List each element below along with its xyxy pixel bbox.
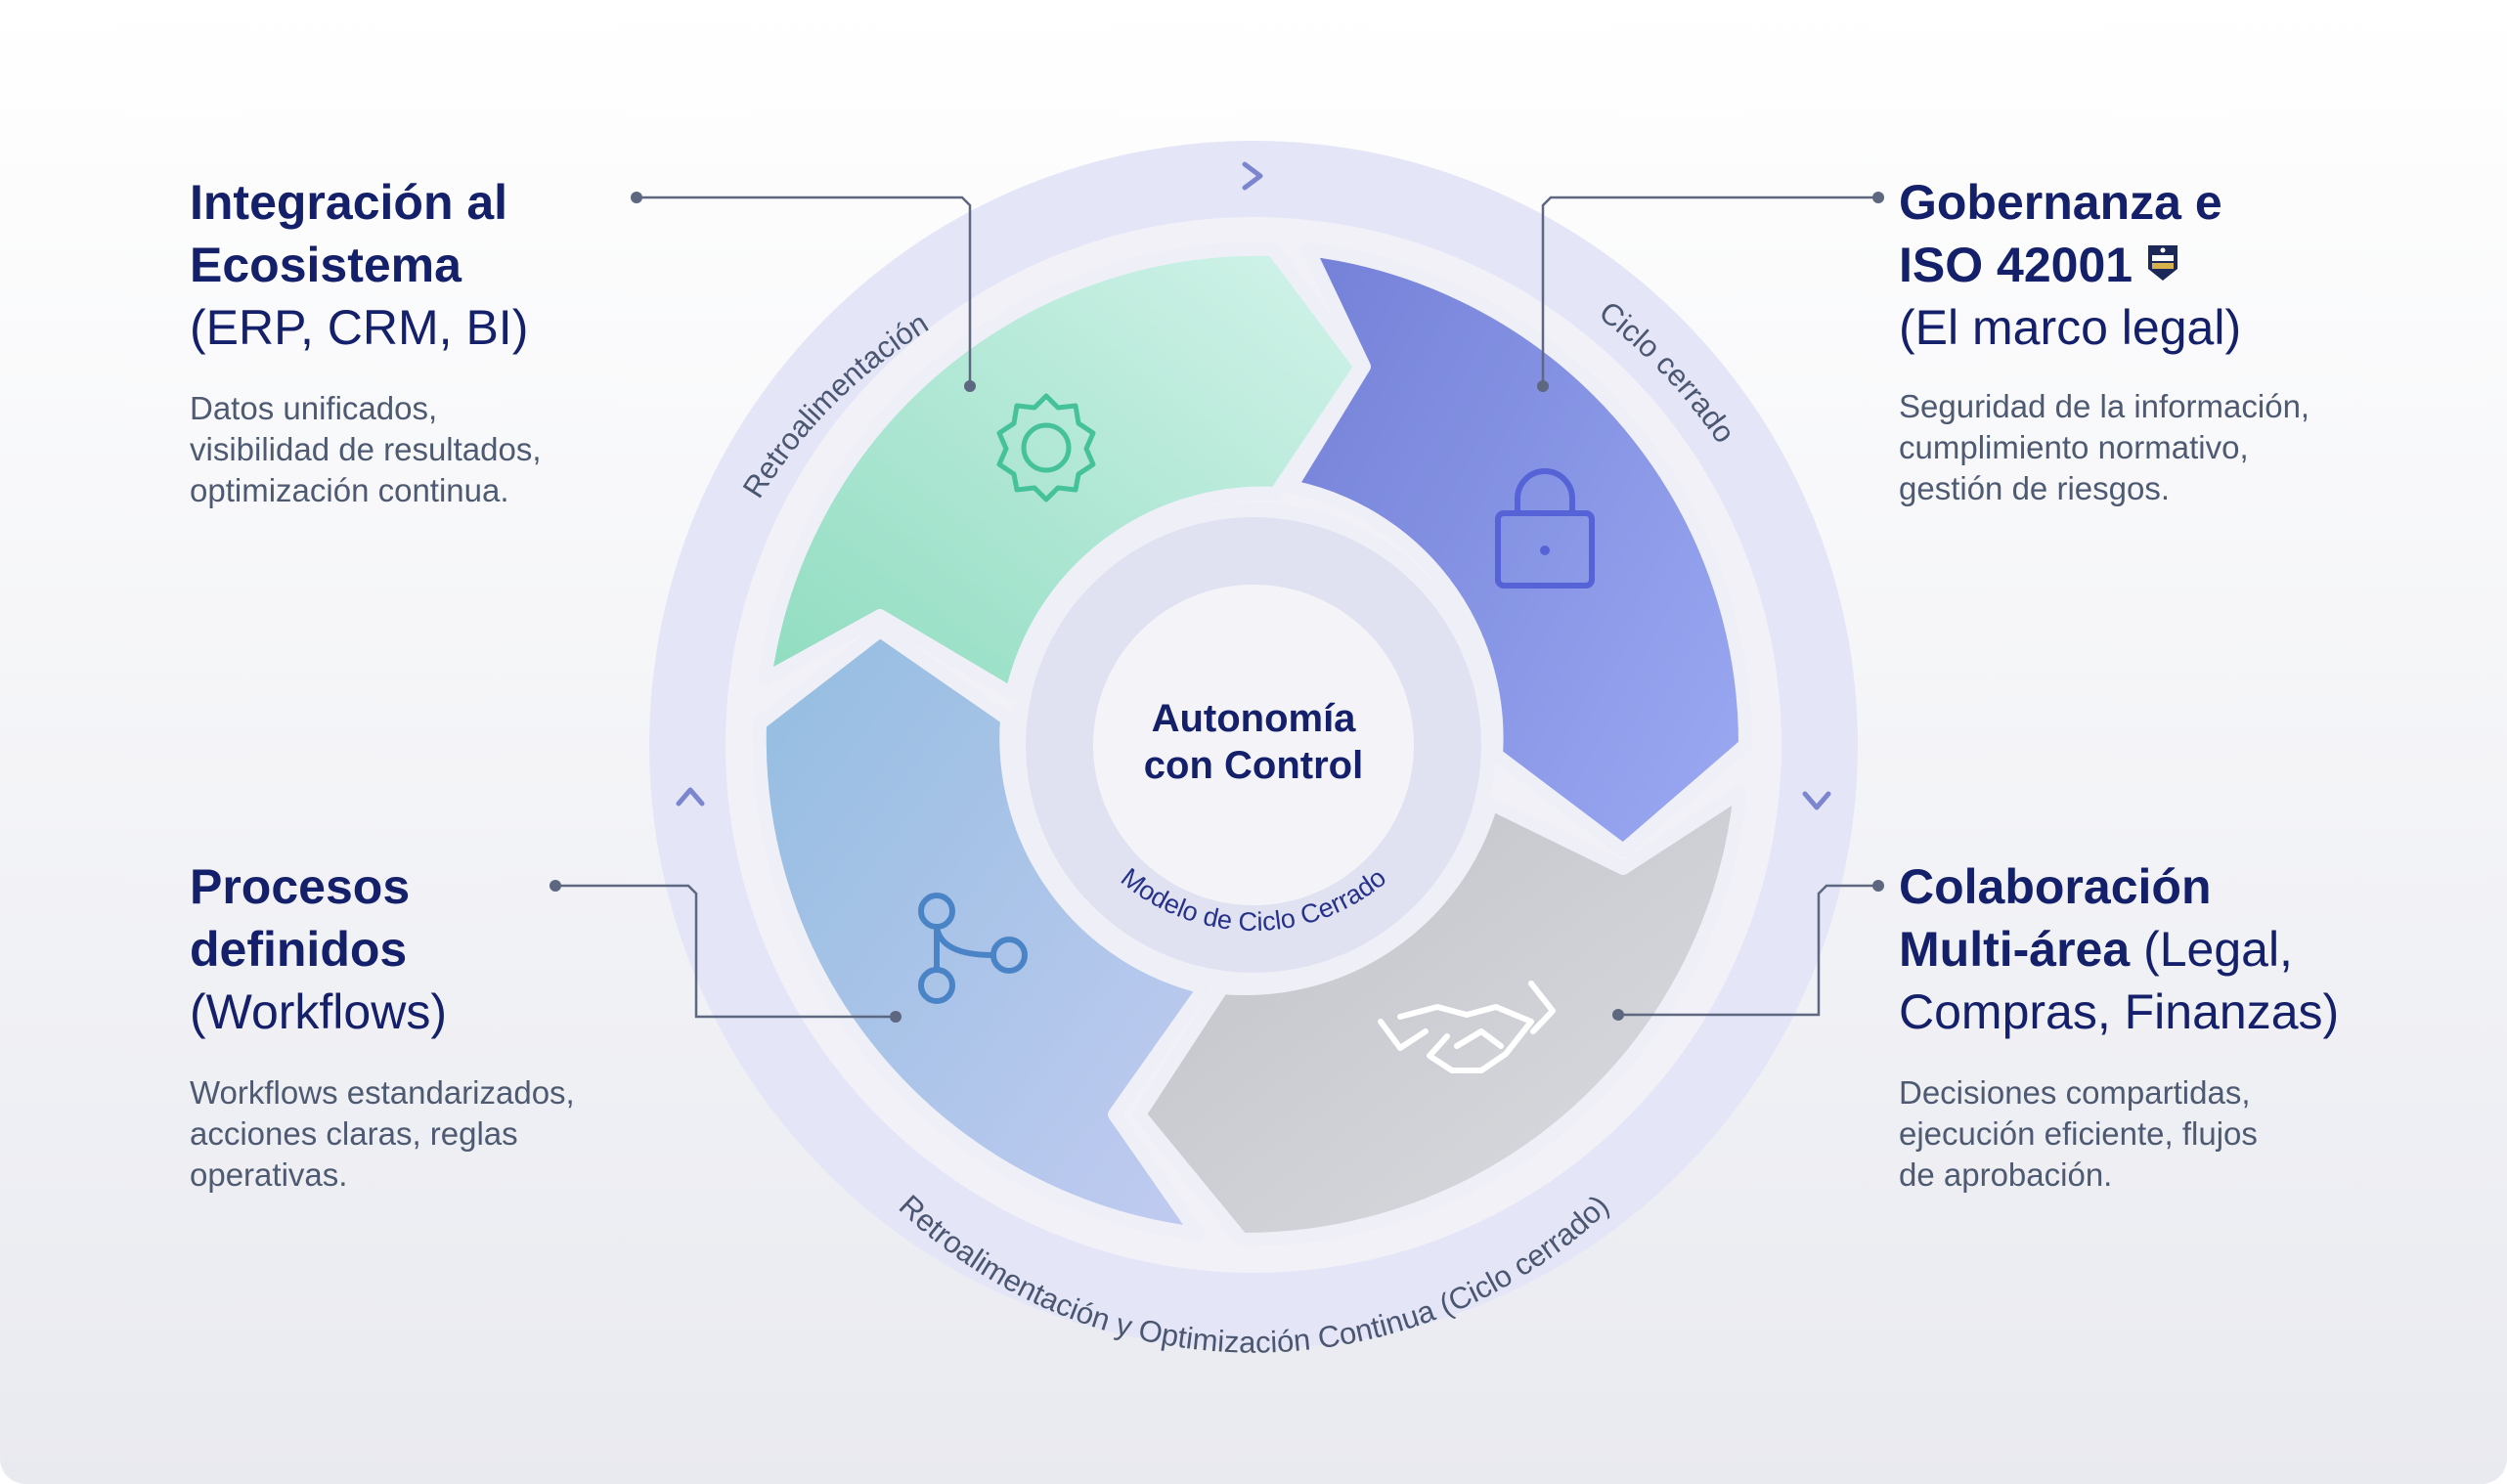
integracion-title-line2: Ecosistema (190, 238, 462, 292)
chevron-down-icon (1802, 791, 1831, 810)
segment-integracion[interactable] (758, 241, 1368, 701)
gobernanza-description: Seguridad de la información, cumplimient… (1899, 386, 2309, 509)
connector-lines (555, 196, 1878, 1019)
chevron-right-icon (1242, 161, 1263, 191)
procesos-desc-line1: Workflows estandarizados, (190, 1074, 575, 1111)
procesos-desc-line3: operativas. (190, 1157, 348, 1193)
colaboracion-description: Decisiones compartidas, ejecución eficie… (1899, 1072, 2339, 1196)
hub-title-line2: con Control (1144, 744, 1363, 787)
procesos-title-line1: Procesos (190, 859, 411, 914)
integracion-description: Datos unificados, visibilidad de resulta… (190, 388, 542, 511)
iso-badge-icon (2148, 244, 2178, 281)
connector-dots (550, 192, 1884, 1023)
colaboracion-title-line2-regular: (Legal, (2130, 922, 2293, 977)
lock-icon (1495, 468, 1595, 589)
colaboracion-desc-line3: de aprobación. (1899, 1157, 2113, 1193)
gobernanza-title-line3: (El marco legal) (1899, 300, 2242, 355)
procesos-description: Workflows estandarizados, acciones clara… (190, 1072, 575, 1196)
integracion-desc-line2: visibilidad de resultados, (190, 431, 542, 467)
integracion-desc-line3: optimización continua. (190, 472, 509, 508)
gobernanza-desc-line3: gestión de riesgos. (1899, 470, 2171, 506)
block-procesos: Procesos definidos (Workflows) Workflows… (190, 855, 575, 1196)
integracion-title-line3: (ERP, CRM, BI) (190, 300, 529, 355)
colaboracion-title-line1: Colaboración (1899, 859, 2212, 914)
block-colaboracion: Colaboración Multi-área (Legal, Compras,… (1899, 855, 2339, 1196)
colaboracion-title: Colaboración Multi-área (Legal, Compras,… (1899, 855, 2339, 1043)
gobernanza-title-line1: Gobernanza e (1899, 175, 2222, 230)
colaboracion-title-line3: Compras, Finanzas) (1899, 984, 2340, 1039)
gear-icon (996, 393, 1096, 502)
procesos-title-line3: (Workflows) (190, 984, 447, 1039)
gobernanza-title-line2: ISO 42001 (1899, 238, 2133, 292)
workflow-icon (918, 893, 1028, 1004)
colaboracion-title-line2-bold: Multi-área (1899, 922, 2131, 977)
procesos-title-line2: definidos (190, 922, 408, 977)
block-gobernanza: Gobernanza e ISO 42001 (El marco legal) … (1899, 171, 2309, 509)
handshake-icon (1378, 981, 1556, 1073)
procesos-desc-line2: acciones claras, reglas (190, 1115, 518, 1152)
procesos-title: Procesos definidos (Workflows) (190, 855, 575, 1043)
colaboracion-desc-line1: Decisiones compartidas, (1899, 1074, 2251, 1111)
segment-gobernanza[interactable] (1284, 242, 1753, 857)
chevron-up-icon (676, 787, 705, 807)
segment-procesos[interactable] (752, 624, 1211, 1241)
gobernanza-desc-line1: Seguridad de la información, (1899, 388, 2310, 424)
hub-core (1093, 585, 1414, 905)
gobernanza-desc-line2: cumplimiento normativo, (1899, 429, 2249, 465)
colaboracion-desc-line2: ejecución eficiente, flujos (1899, 1115, 2258, 1152)
hub-title-line1: Autonomía (1152, 697, 1357, 740)
integracion-title: Integración al Ecosistema (ERP, CRM, BI) (190, 171, 542, 359)
gobernanza-title: Gobernanza e ISO 42001 (El marco legal) (1899, 171, 2309, 359)
block-integracion: Integración al Ecosistema (ERP, CRM, BI)… (190, 171, 542, 511)
integracion-desc-line1: Datos unificados, (190, 390, 438, 426)
integracion-title-line1: Integración al (190, 175, 508, 230)
